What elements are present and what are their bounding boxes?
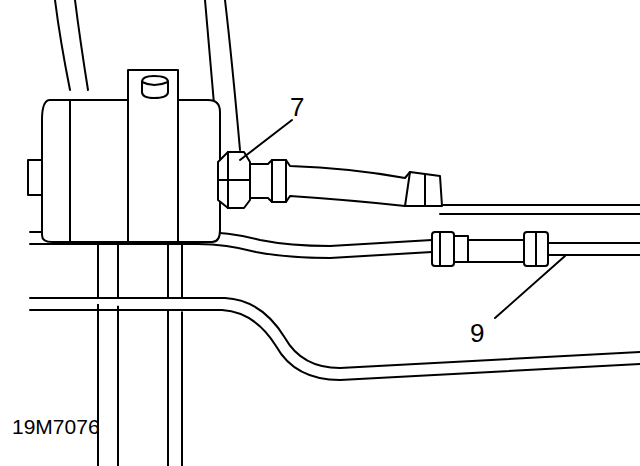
callout-number: 7: [290, 94, 304, 120]
callout-number: 9: [470, 320, 484, 346]
figure-code: 19M7076: [12, 416, 100, 437]
